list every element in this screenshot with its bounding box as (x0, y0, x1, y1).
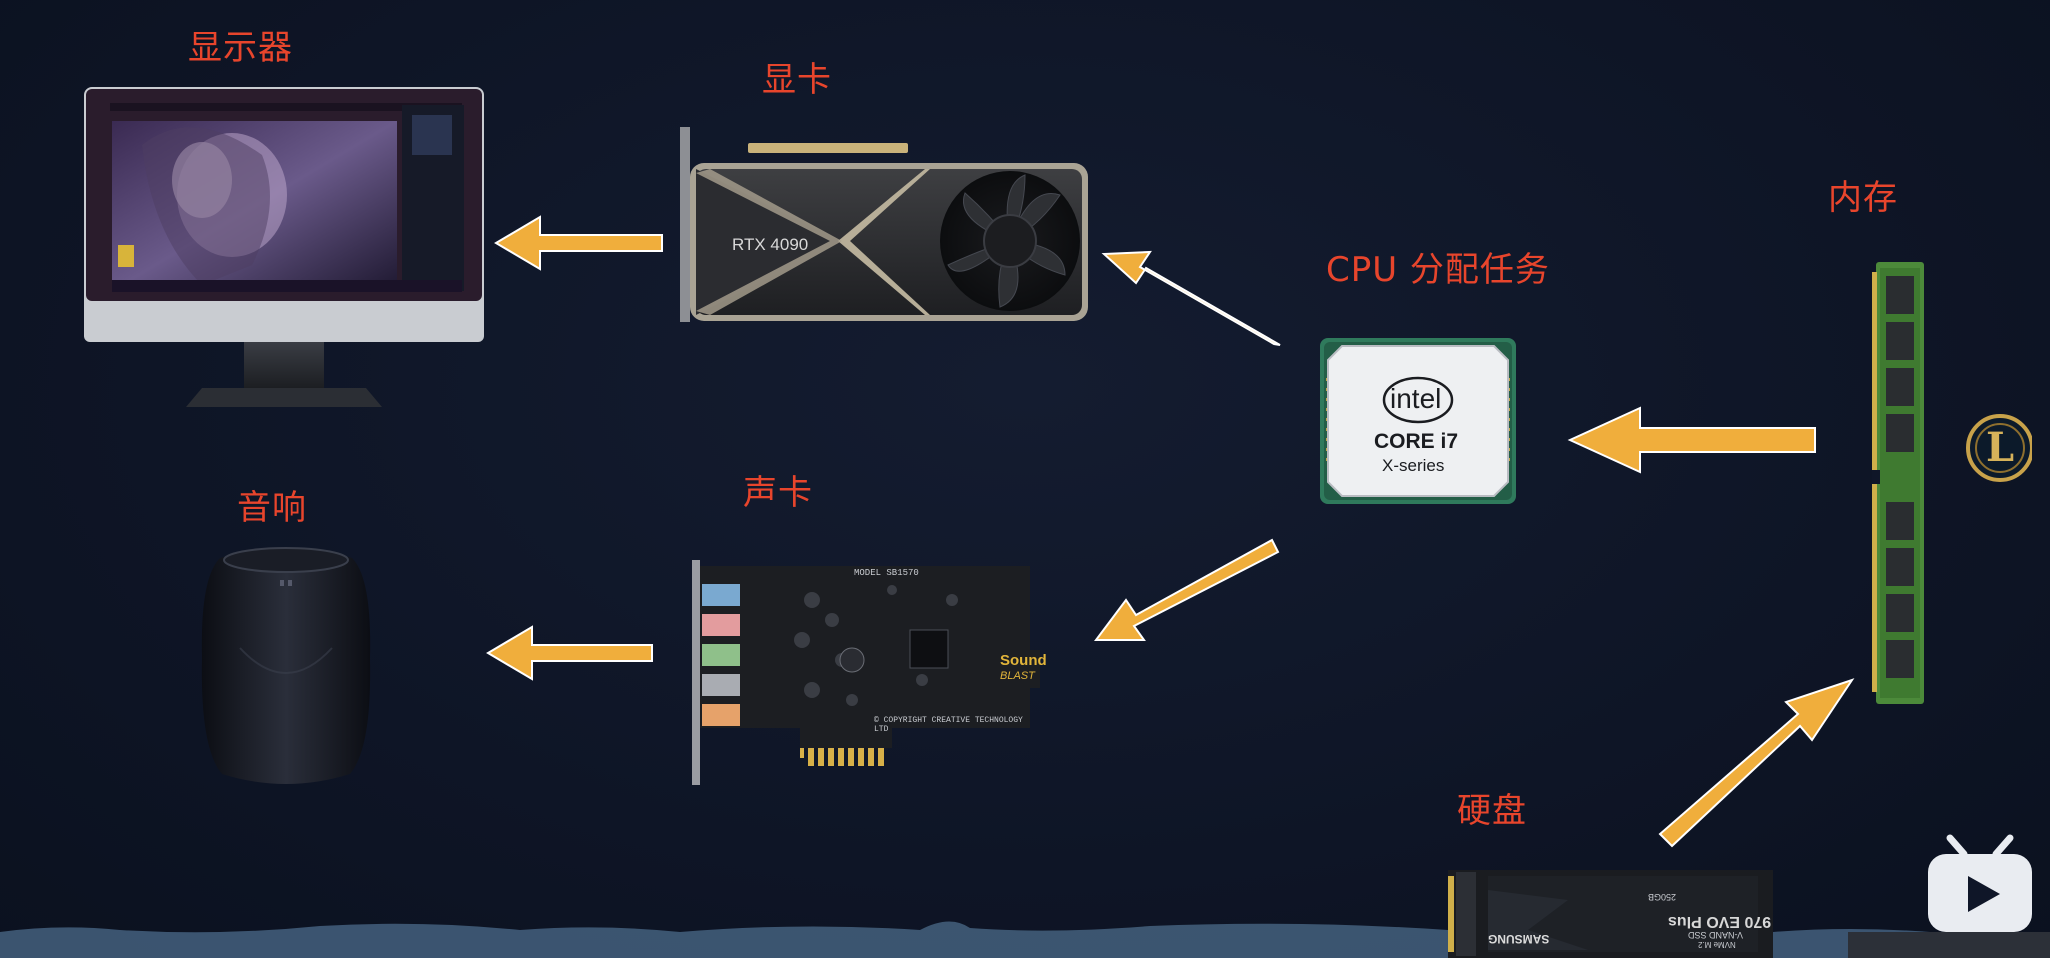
sound-card-model-text: MODEL SB1570 (854, 568, 919, 578)
memory-image (1872, 262, 1928, 704)
cpu-brand-text: intel (1390, 383, 1442, 414)
sound-card-copyright-text: © COPYRIGHT CREATIVE TECHNOLOGY LTD (874, 716, 1023, 734)
label-gpu: 显卡 (762, 60, 832, 100)
cpu-line2-text: X-series (1382, 456, 1445, 475)
video-platform-logo-icon (1924, 832, 2036, 936)
cpu-image: intel CORE i7 X-series (1320, 338, 1516, 504)
gpu-image: RTX 4090 (680, 125, 1095, 330)
sound-card-brand-text: Sound (1000, 652, 1047, 669)
label-cpu: CPU 分配任务 (1326, 250, 1550, 290)
label-sound-card: 声卡 (743, 473, 813, 513)
label-memory: 内存 (1828, 178, 1898, 218)
label-disk: 硬盘 (1457, 791, 1527, 831)
league-logo-letter: L (1986, 424, 2015, 471)
ssd-image: 250GB 970 EVO Plus V-NAND SSD NVMe M.2 S… (1448, 870, 1773, 958)
league-logo-icon: L (1962, 408, 2032, 488)
speaker-image (200, 538, 372, 790)
label-speaker: 音响 (237, 488, 307, 528)
cpu-line1-text: CORE i7 (1374, 430, 1459, 453)
label-monitor: 显示器 (188, 28, 293, 68)
gpu-model-text: RTX 4090 (732, 235, 809, 254)
bottom-wave (0, 921, 2050, 958)
sound-card-brand2-text: BLAST (1000, 670, 1035, 682)
sound-card-image: MODEL SB1570 Sound BLAST © COPYRIGHT CRE… (692, 560, 1047, 790)
monitor-image (82, 85, 487, 415)
